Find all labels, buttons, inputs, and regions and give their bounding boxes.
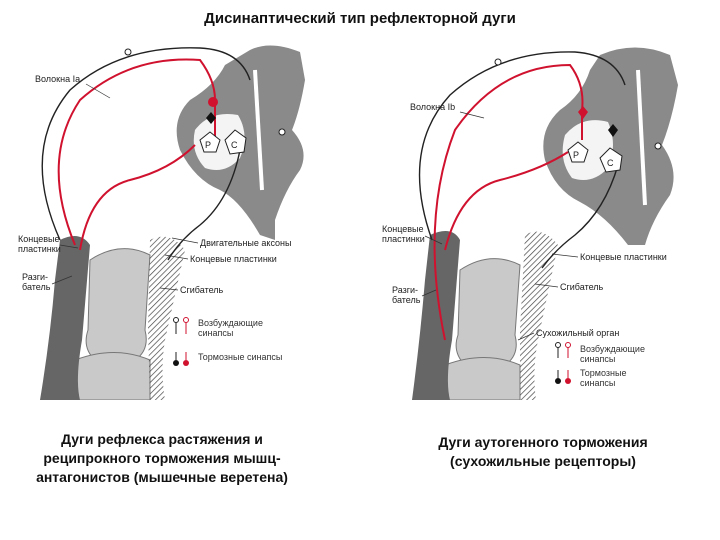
- label-endplates-2: пластинки: [382, 234, 425, 244]
- label-motor-axons: Двигательные аксоны: [200, 238, 292, 248]
- label-extensor-2: батель: [392, 295, 421, 305]
- ganglion-node: [494, 58, 502, 66]
- fiber-motor: [79, 144, 196, 251]
- muscle-extensor: [412, 231, 460, 400]
- neuron-c-label: С: [231, 140, 238, 150]
- bone-lower: [444, 357, 521, 400]
- fiber-ib-afferent: [433, 63, 584, 341]
- inhibitory-neuron: [206, 112, 216, 124]
- legend-right: Возбуждающие синапсы Тормозные синапсы: [555, 342, 645, 388]
- neuron-p: [199, 131, 221, 153]
- label-fibers: Волокна Ia: [35, 74, 80, 84]
- neuron-c-label: С: [607, 158, 614, 168]
- legend-inhibitory-1: Тормозные: [580, 368, 626, 378]
- bone-upper: [85, 248, 151, 361]
- page-title: Дисинаптический тип рефлекторной дуги: [204, 10, 516, 27]
- label-endplates-1: Концевые: [382, 224, 424, 234]
- fiber-outer: [418, 51, 626, 241]
- legend-excitatory-1: Возбуждающие: [580, 344, 645, 354]
- legend-excitatory-1: Возбуждающие: [198, 318, 263, 328]
- fiber-antagonist: [541, 164, 619, 269]
- fiber-antagonist: [167, 149, 241, 261]
- label-flexor: Сгибатель: [180, 285, 224, 295]
- right-caption: Дуги аутогенного торможения (сухожильные…: [438, 434, 648, 469]
- muscle-flexor: [148, 236, 185, 400]
- label-endplates-right: Концевые пластинки: [580, 252, 667, 262]
- neuron-p-label: Р: [573, 150, 579, 160]
- label-fibers: Волокна Ib: [410, 102, 455, 112]
- label-endplates-2: пластинки: [18, 244, 61, 254]
- interneuron-red: [578, 106, 588, 119]
- ganglion-node-2: [654, 142, 662, 150]
- legend-inhibitory-2: синапсы: [580, 378, 615, 388]
- legend-excitatory-2: синапсы: [198, 328, 233, 338]
- legend-excitatory-2: синапсы: [580, 354, 615, 364]
- label-extensor-1: Разги-: [392, 285, 418, 295]
- neuron-c: [224, 129, 247, 155]
- fiber-ia-afferent: [57, 58, 216, 246]
- ganglion-node-2: [278, 128, 286, 136]
- label-extensor-1: Разги-: [22, 272, 48, 282]
- legend-inhibitory: Тормозные синапсы: [198, 352, 282, 362]
- ganglion-node: [124, 48, 132, 56]
- bone-lower: [74, 352, 151, 400]
- neuron-p: [567, 141, 589, 163]
- label-extensor-2: батель: [22, 282, 51, 292]
- muscle-flexor: [520, 231, 558, 400]
- muscle-extensor: [40, 236, 90, 400]
- left-caption: Дуги рефлекса растяжения и реципрокного …: [36, 431, 288, 485]
- legend-left: Возбуждающие синапсы Тормозные синапсы: [173, 317, 282, 366]
- fiber-motor: [444, 151, 569, 251]
- right-diagram: Р С Волокна Ib Концевые пластинки Разги-…: [382, 47, 678, 400]
- label-endplates-1: Концевые: [18, 234, 60, 244]
- neuron-c: [599, 147, 623, 173]
- label-endplates-right: Концевые пластинки: [190, 254, 277, 264]
- neuron-p-label: Р: [205, 140, 211, 150]
- interneuron-red: [208, 97, 218, 107]
- label-tendon-organ: Сухожильный орган: [536, 328, 619, 338]
- label-flexor: Сгибатель: [560, 282, 604, 292]
- inhibitory-neuron: [608, 124, 618, 137]
- bone-upper: [455, 258, 521, 366]
- left-diagram: Р С Волокна Ia Концевые пластинки Разги-…: [18, 45, 305, 400]
- fiber-outer: [41, 47, 251, 241]
